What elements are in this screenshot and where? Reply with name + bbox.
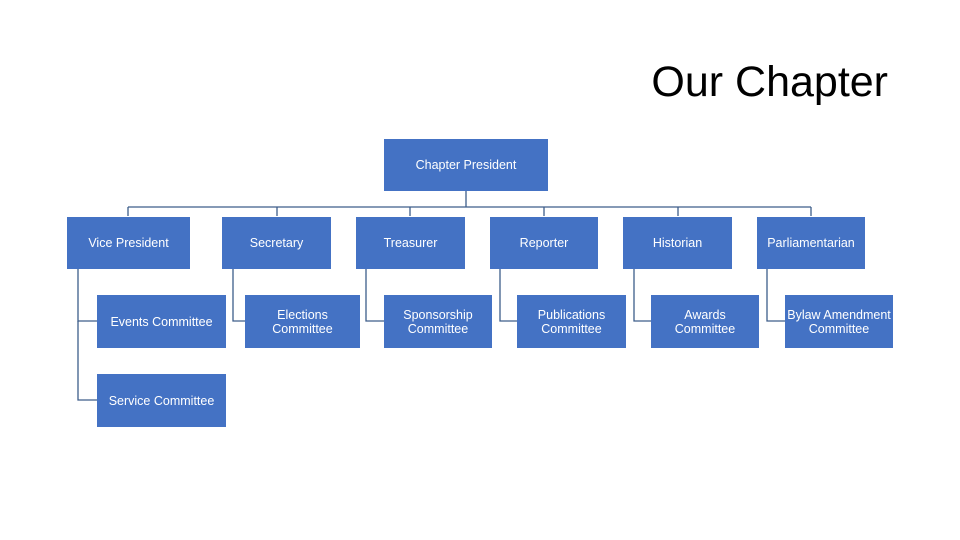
committee-label: Publications Committee xyxy=(537,307,606,336)
officer-label: Parliamentarian xyxy=(767,236,855,250)
officer-label: Secretary xyxy=(249,236,304,250)
committee-label: Events Committee xyxy=(110,314,213,329)
officer-label: Reporter xyxy=(519,236,569,250)
committee-label: Service Committee xyxy=(108,393,215,408)
officer-box-historian: Historian xyxy=(623,217,732,269)
officer-box-vice-president: Vice President xyxy=(67,217,190,269)
officer-box-treasurer: Treasurer xyxy=(356,217,465,269)
committee-box-service: Service Committee xyxy=(97,374,226,427)
committee-label: Bylaw Amendment Committee xyxy=(787,307,891,336)
chapter-president-box: Chapter President xyxy=(384,139,548,191)
officer-box-parliamentarian: Parliamentarian xyxy=(757,217,865,269)
committee-box-events: Events Committee xyxy=(97,295,226,348)
committee-box-publications: Publications Committee xyxy=(517,295,626,348)
officer-label: Historian xyxy=(652,236,703,250)
committee-box-elections: Elections Committee xyxy=(245,295,360,348)
committee-box-bylaw-amendment: Bylaw Amendment Committee xyxy=(785,295,893,348)
officer-box-reporter: Reporter xyxy=(490,217,598,269)
slide-title: Our Chapter xyxy=(651,58,888,106)
officer-box-secretary: Secretary xyxy=(222,217,331,269)
chapter-president-label: Chapter President xyxy=(415,158,517,172)
committee-label: Elections Committee xyxy=(272,307,333,336)
officer-label: Vice President xyxy=(88,236,169,250)
committee-box-awards: Awards Committee xyxy=(651,295,759,348)
officer-label: Treasurer xyxy=(383,236,438,250)
committee-box-sponsorship: Sponsorship Committee xyxy=(384,295,492,348)
committee-label: Awards Committee xyxy=(674,307,736,336)
committee-label: Sponsorship Committee xyxy=(403,307,473,336)
